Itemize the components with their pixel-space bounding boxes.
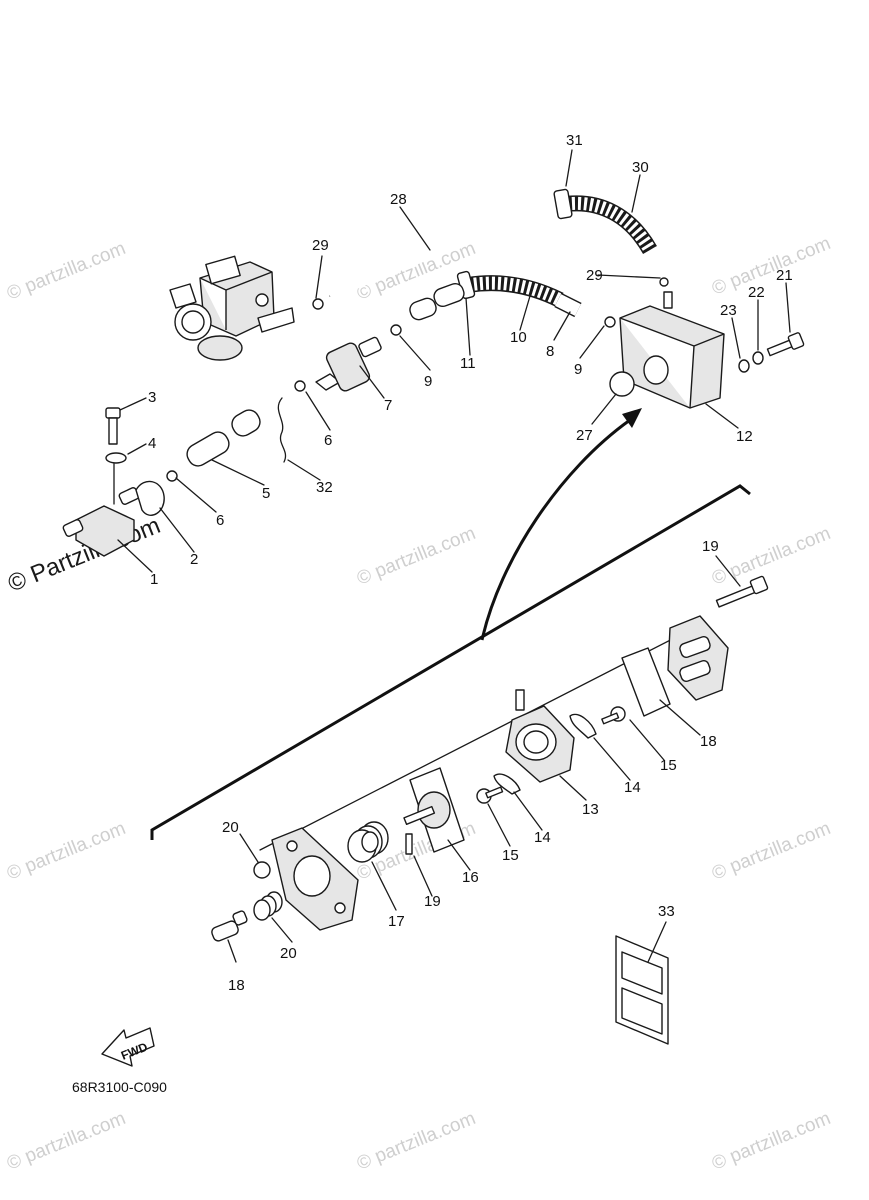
part-label: 29 [586, 267, 603, 284]
part-label: 12 [736, 428, 753, 445]
part-label: 9 [424, 373, 432, 390]
part-label: 20 [280, 945, 297, 962]
detail-arrow-head [622, 408, 642, 428]
part-label: 27 [576, 427, 593, 444]
pin-19 [405, 833, 413, 855]
part-label: 33 [658, 903, 675, 920]
washer-26 [738, 359, 750, 373]
gasket-plate [621, 647, 671, 717]
screw-15-upper [601, 706, 626, 725]
hose-5 [186, 431, 230, 467]
hose-28-fill [327, 200, 562, 301]
part-label: 15 [660, 757, 677, 774]
part-label: 15 [502, 847, 519, 864]
part-label: 5 [262, 485, 270, 502]
part-label: 4 [148, 435, 156, 452]
separation-line [150, 484, 751, 840]
joint-1 [62, 487, 140, 557]
pump-cover-21 [667, 615, 729, 701]
watermark-text: © partzilla.com [354, 523, 479, 590]
part-label: 7 [384, 397, 392, 414]
detail-arrow [480, 418, 631, 641]
part-label: 10 [510, 329, 527, 346]
part-label: 17 [388, 913, 405, 930]
watermark-text: © partzilla.com [709, 523, 834, 590]
washer-4 [105, 452, 127, 464]
part-label: 32 [316, 479, 333, 496]
watermark-text: © partzilla.com [4, 818, 129, 885]
part-label: 3 [148, 389, 156, 406]
watermark-text: © partzilla.com [709, 1108, 834, 1175]
bolt-22 [715, 575, 769, 608]
clip-32 [277, 397, 287, 463]
label-tag-33 [615, 935, 669, 1045]
valve-14-lower [493, 773, 521, 795]
part-label: 31 [566, 132, 583, 149]
valve-14-upper [569, 713, 597, 739]
watermark-text: © partzilla.com [709, 818, 834, 885]
watermark-text: © partzilla.com [709, 233, 834, 300]
spring-20 [253, 891, 283, 921]
part-label: 30 [632, 159, 649, 176]
hose-segment [433, 282, 465, 308]
center-axis [259, 629, 691, 851]
watermark-text: © partzilla.com [354, 1108, 479, 1175]
part-label: 14 [534, 829, 551, 846]
washer-25 [752, 351, 764, 365]
bolt-3 [105, 407, 121, 445]
part-label: 2 [190, 551, 198, 568]
part-label: 28 [390, 191, 407, 208]
part-number-labels: 31 30 28 29 29 21 22 23 10 8 11 9 9 3 7 … [148, 132, 793, 994]
clamp-31 [553, 188, 573, 220]
fuel-pump-12 [619, 291, 725, 409]
part-label: 22 [748, 284, 765, 301]
part-label: 8 [546, 343, 554, 360]
part-label: 20 [222, 819, 239, 836]
part-label: 16 [462, 869, 479, 886]
plunger-18 [211, 910, 248, 942]
part-label: 19 [702, 538, 719, 555]
leader-lines-upper [113, 149, 791, 573]
part-label: 21 [776, 267, 793, 284]
part-label: 11 [460, 355, 476, 372]
part-label: 23 [720, 302, 737, 319]
part-label: 13 [582, 801, 599, 818]
diaphragm-16 [403, 767, 465, 853]
part-label: 18 [700, 733, 717, 750]
hose-9 [409, 297, 437, 321]
spring-17 [347, 821, 389, 863]
fwd-arrow-icon: FWD [101, 1027, 155, 1067]
bolt-24 [766, 332, 805, 357]
pump-base [271, 827, 359, 931]
watermark-text: © partzilla.com [4, 1108, 129, 1175]
part-label: 9 [574, 361, 582, 378]
gasket-2 [135, 480, 165, 516]
clip-icons [166, 277, 669, 482]
part-label: 14 [624, 779, 641, 796]
part-label: 19 [424, 893, 441, 910]
o-ring-27 [609, 371, 635, 397]
screw-15-lower [476, 786, 504, 804]
diagram-code: 68R3100-C090 [72, 1079, 167, 1095]
fuel-filter-7 [315, 336, 382, 392]
pump-body-13 [505, 689, 575, 783]
part-label: 29 [312, 237, 329, 254]
nut-23 [253, 861, 271, 879]
part-label: 6 [216, 512, 224, 529]
part-label: 18 [228, 977, 245, 994]
part-label: 6 [324, 432, 332, 449]
leader-lines-lower [227, 555, 741, 963]
watermark-text: © partzilla.com [4, 238, 129, 305]
part-label: 1 [150, 571, 158, 588]
hose-segment [231, 409, 261, 437]
carburetor-illustration [169, 255, 295, 361]
